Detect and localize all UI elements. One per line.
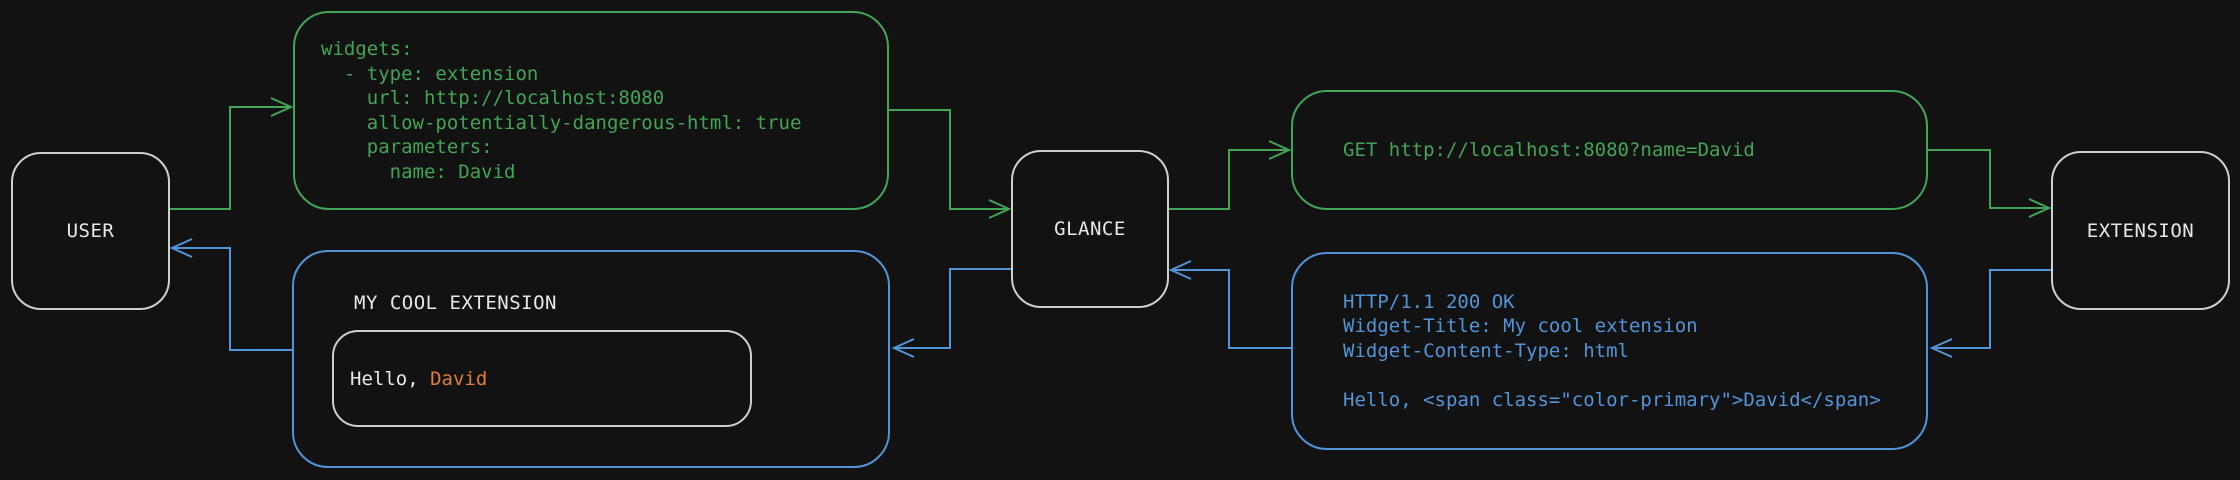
greeting-prefix: Hello, [350,367,431,390]
response-extension-to-http [1929,269,2051,358]
http-request-code: GET http://localhost:8080?name=David [1343,138,1755,161]
node-user: USER [11,152,170,310]
response-http-to-glance [1168,260,1291,349]
response-glance-to-widget [891,268,1011,358]
node-extension-label: EXTENSION [2086,219,2195,242]
node-glance: GLANCE [1011,150,1169,308]
rendered-widget-box: MY COOL EXTENSION Hello, David [292,250,890,468]
http-response-box: HTTP/1.1 200 OK Widget-Title: My cool ex… [1291,252,1928,450]
http-request-box: GET http://localhost:8080?name=David [1291,90,1928,210]
node-extension: EXTENSION [2051,151,2230,310]
request-config-to-glance [889,109,1012,219]
config-yaml-code: widgets: - type: extension url: http://l… [321,38,802,183]
config-yaml-box: widgets: - type: extension url: http://l… [293,11,889,210]
http-response-code: HTTP/1.1 200 OK Widget-Title: My cool ex… [1343,290,1881,411]
node-user-label: USER [66,220,115,242]
greeting-name: David [430,367,488,390]
node-glance-label: GLANCE [1054,218,1126,240]
widget-greeting-box: Hello, David [332,330,752,427]
request-user-to-config [170,97,294,210]
request-glance-to-get [1169,140,1292,210]
response-widget-to-user [169,238,292,351]
widget-title: MY COOL EXTENSION [354,292,557,314]
request-get-to-extension [1928,149,2052,218]
